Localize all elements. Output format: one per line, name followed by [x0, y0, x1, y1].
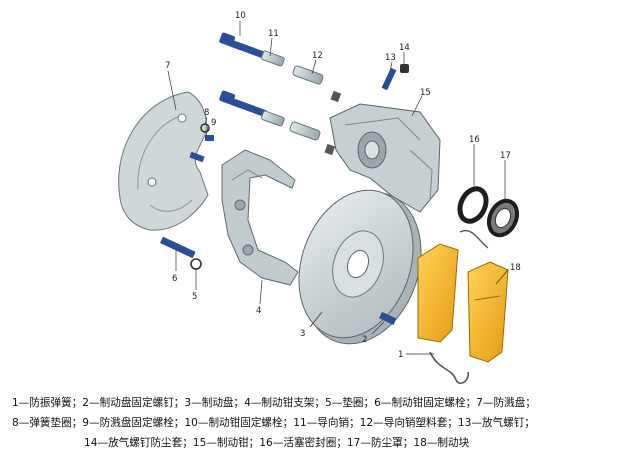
legend-line-1: 1—防振弹簧；2—制动盘固定螺钉；3—制动盘；4—制动钳支架；5—垫圈；6—制动…	[12, 397, 536, 409]
brake-caliper	[329, 103, 441, 213]
bleed-screw	[381, 67, 397, 91]
bleed-screw-cap	[400, 64, 409, 73]
callout-2: 2	[362, 335, 367, 345]
splash-shield	[118, 91, 209, 231]
callout-11: 11	[268, 29, 279, 39]
callout-9: 9	[211, 118, 216, 128]
leader-lines	[167, 21, 509, 355]
callout-18: 18	[510, 263, 521, 273]
callout-4: 4	[256, 306, 261, 316]
brake-disc	[298, 189, 422, 345]
callout-13: 13	[385, 53, 396, 63]
caliper-bracket	[221, 149, 299, 286]
callout-17: 17	[500, 151, 511, 161]
shield-bolt-9	[189, 135, 214, 163]
legend-line-3: 14—放气螺钉防尘套；15—制动钳；16—活塞密封圈；17—防尘罩；18—制动块	[84, 437, 470, 449]
parts-legend: 1—防振弹簧；2—制动盘固定螺钉；3—制动盘；4—制动钳支架；5—垫圈；6—制动…	[0, 393, 640, 453]
callout-5: 5	[192, 292, 197, 302]
piston-seal	[457, 186, 489, 224]
caliper-bolt-10	[219, 32, 267, 60]
callout-12: 12	[312, 51, 323, 61]
callout-3: 3	[300, 329, 305, 339]
guide-pin	[261, 50, 285, 127]
disc-screw-2	[379, 311, 397, 326]
callout-14: 14	[399, 43, 410, 53]
exploded-diagram: 10 11 12 13 14 7 8 9 15 16 17 18 6 5 4 3…	[118, 11, 521, 385]
guide-pin-sleeve	[289, 65, 342, 156]
callout-1: 1	[398, 350, 403, 360]
callout-10: 10	[235, 11, 246, 21]
anti-rattle-spring	[429, 351, 470, 385]
callout-16: 16	[469, 135, 480, 145]
dust-boot	[486, 198, 520, 238]
washer-5	[190, 258, 202, 270]
legend-line-2: 8—弹簧垫圈；9—防溅盘固定螺栓；10—制动钳固定螺栓；11—导向销；12—导向…	[12, 417, 535, 429]
caliper-bolt-10b	[219, 90, 267, 118]
callout-15: 15	[420, 88, 431, 98]
callout-6: 6	[172, 274, 177, 284]
caliper-mount-bolt-6	[159, 236, 196, 259]
brake-pads	[417, 243, 509, 363]
pad-spring-clip	[459, 229, 489, 249]
callout-8: 8	[204, 108, 209, 118]
callout-7: 7	[165, 61, 170, 71]
